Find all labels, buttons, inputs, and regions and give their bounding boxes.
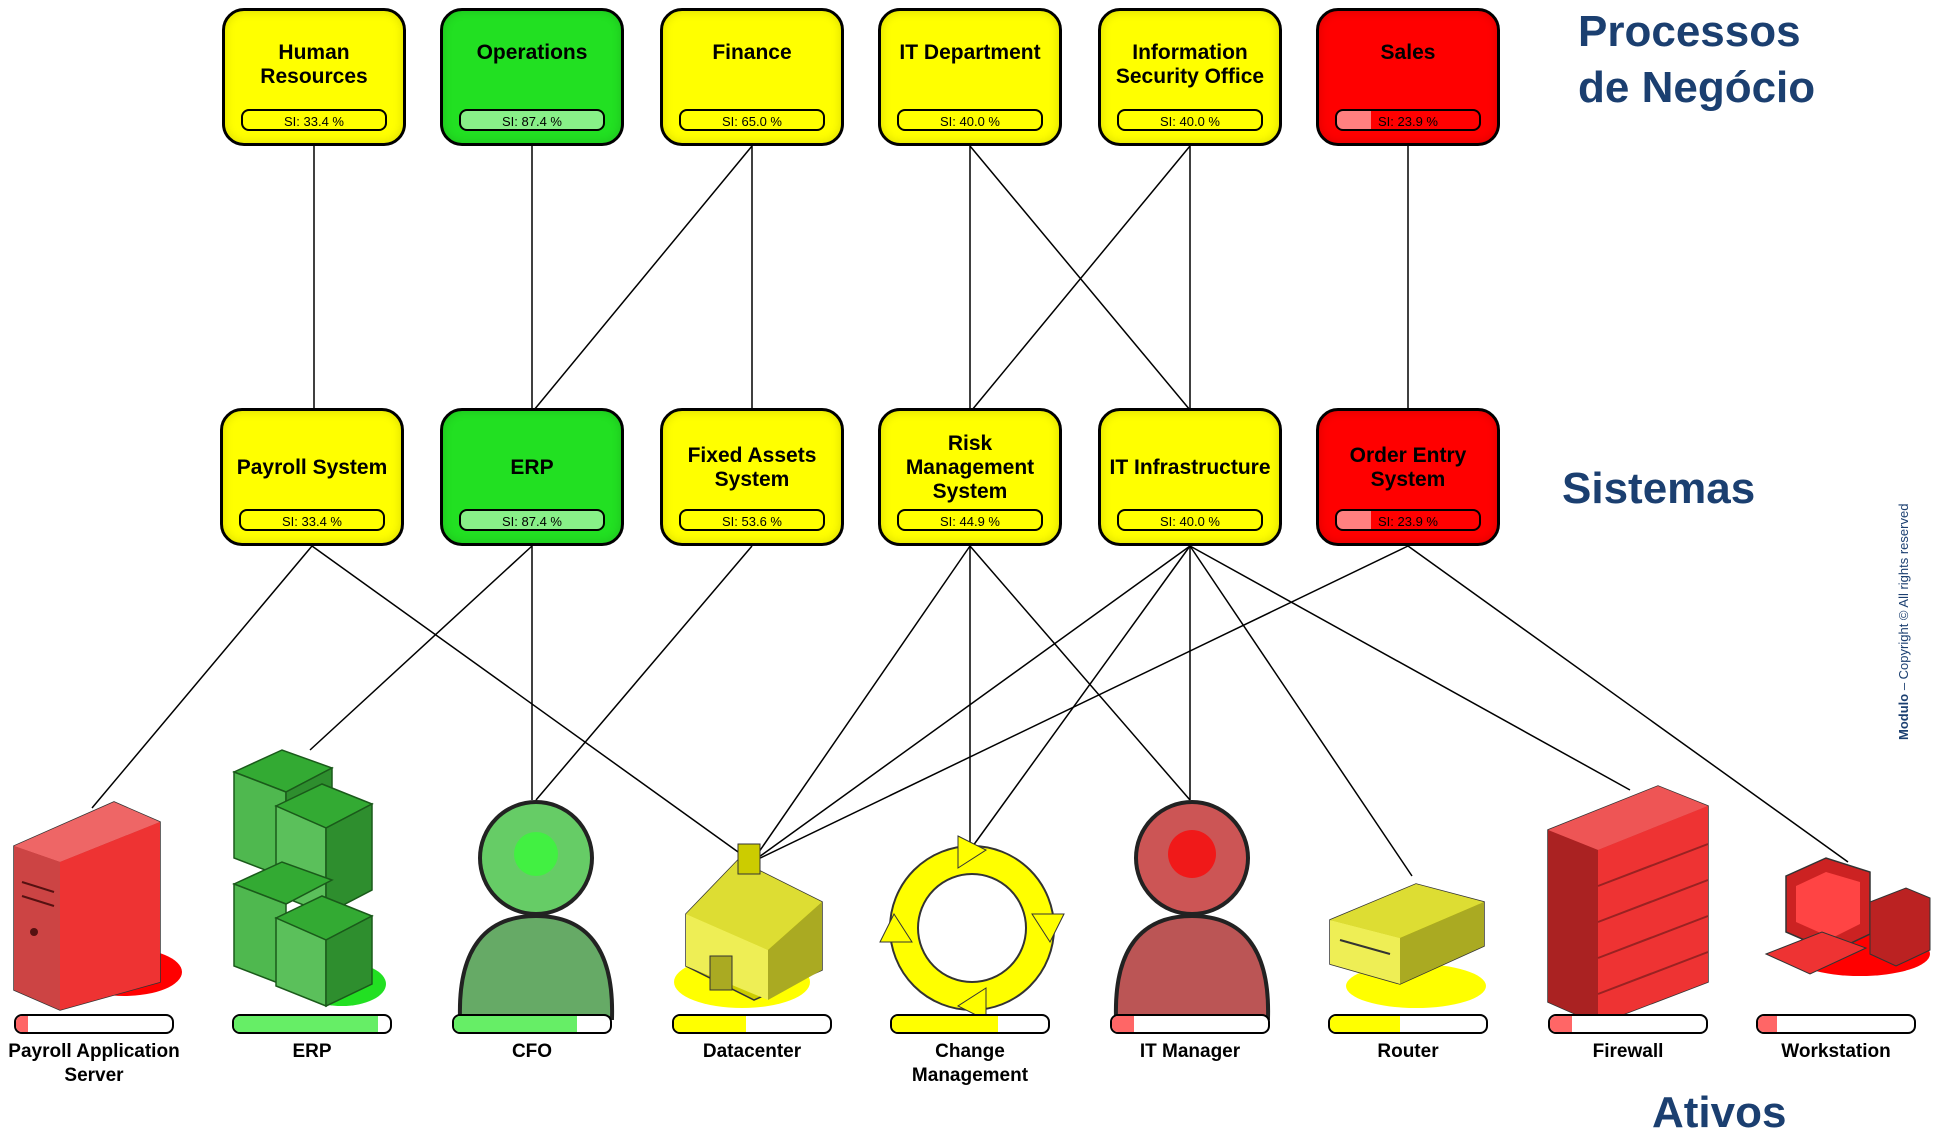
link-payroll-server	[91, 545, 313, 809]
si-indicator: SI: 33.4 %	[239, 509, 385, 531]
si-indicator: SI: 23.9 %	[1335, 509, 1481, 531]
si-bar	[672, 1014, 832, 1034]
si-bar	[1328, 1014, 1488, 1034]
si-bar	[452, 1014, 612, 1034]
workstation-icon	[1764, 857, 1931, 976]
process-label: Sales	[1380, 41, 1436, 64]
link-orderentry-workstation	[1407, 545, 1849, 863]
person-icon	[1113, 800, 1271, 1034]
server-cluster-icon	[232, 749, 386, 1008]
asset-label: CFO	[511, 1041, 553, 1062]
asset-label: ERP	[292, 1041, 332, 1062]
system-it-infrastructure[interactable]: IT Infrastructure SI: 40.0 %	[1098, 408, 1282, 546]
si-bar	[890, 1014, 1050, 1034]
system-fixed-assets[interactable]: Fixed Assets System SI: 53.6 %	[660, 408, 844, 546]
process-label: Information Security Office	[1115, 41, 1265, 88]
system-label: Fixed Assets System	[687, 444, 817, 491]
link-risk-datacenter	[751, 545, 971, 863]
copyright-notice: Modulo – Copyright © All rights reserved	[1896, 504, 1911, 740]
link-infra-datacenter	[751, 545, 1191, 863]
system-erp[interactable]: ERP SI: 87.4 %	[440, 408, 624, 546]
asset-label: Router	[1377, 1041, 1439, 1062]
processes-label-line1: Processos	[1578, 7, 1801, 56]
process-label: Operations	[476, 41, 588, 64]
link-finance-erp	[533, 145, 753, 411]
copyright-text: – Copyright © All rights reserved	[1896, 503, 1911, 694]
system-label: ERP	[510, 456, 554, 479]
si-indicator: SI: 65.0 %	[679, 109, 825, 131]
asset-label: Firewall	[1592, 1041, 1664, 1062]
si-bar-fill	[1330, 1016, 1401, 1032]
processes-label: Processos de Negócio	[1578, 4, 1815, 116]
system-label: Risk Management System	[905, 432, 1035, 503]
si-indicator: SI: 40.0 %	[897, 109, 1043, 131]
asset-label: Workstation	[1781, 1041, 1891, 1062]
system-label: Order Entry System	[1349, 444, 1467, 491]
si-bar-fill	[1550, 1016, 1572, 1032]
system-risk-management[interactable]: Risk Management System SI: 44.9 %	[878, 408, 1062, 546]
si-bar	[1110, 1014, 1270, 1034]
processes-label-line2: de Negócio	[1578, 63, 1816, 112]
person-icon	[457, 800, 615, 1034]
process-finance[interactable]: Finance SI: 65.0 %	[660, 8, 844, 146]
si-indicator: SI: 33.4 %	[241, 109, 387, 131]
si-bar-fill	[454, 1016, 578, 1032]
asset-label: IT Manager	[1139, 1041, 1241, 1062]
si-indicator: SI: 87.4 %	[459, 509, 605, 531]
cycle-icon	[879, 835, 1065, 1021]
system-label: Payroll System	[236, 456, 388, 479]
link-itdept-infra	[969, 145, 1191, 411]
link-fixedassets-cfo	[535, 545, 753, 801]
process-sales[interactable]: Sales SI: 23.9 %	[1316, 8, 1500, 146]
si-bar	[1756, 1014, 1916, 1034]
si-bar-fill	[892, 1016, 999, 1032]
si-bar-fill	[674, 1016, 746, 1032]
si-bar	[14, 1014, 174, 1034]
si-bar	[232, 1014, 392, 1034]
process-label: Human Resources	[260, 41, 368, 88]
asset-label: Datacenter	[702, 1041, 802, 1062]
system-order-entry[interactable]: Order Entry System SI: 23.9 %	[1316, 408, 1500, 546]
house-icon	[674, 843, 823, 1008]
si-bar-fill	[1112, 1016, 1134, 1032]
process-label: IT Department	[899, 41, 1041, 64]
si-indicator: SI: 40.0 %	[1117, 109, 1263, 131]
si-indicator: SI: 44.9 %	[897, 509, 1043, 531]
process-operations[interactable]: Operations SI: 87.4 %	[440, 8, 624, 146]
system-label: IT Infrastructure	[1109, 456, 1271, 479]
process-it-department[interactable]: IT Department SI: 40.0 %	[878, 8, 1062, 146]
link-orderentry-datacenter	[751, 545, 1409, 863]
process-information-security-office[interactable]: Information Security Office SI: 40.0 %	[1098, 8, 1282, 146]
si-bar-fill	[1758, 1016, 1777, 1032]
si-indicator: SI: 40.0 %	[1117, 509, 1263, 531]
link-erp-erpasset	[309, 545, 533, 751]
server-icon	[13, 801, 182, 1011]
asset-label: Change Management	[911, 1041, 1029, 1086]
firewall-icon	[1547, 785, 1709, 1025]
si-bar-fill	[234, 1016, 378, 1032]
assets-label: Ativos	[1652, 1088, 1787, 1137]
si-indicator: SI: 53.6 %	[679, 509, 825, 531]
asset-label: Payroll Application Server	[8, 1041, 180, 1086]
si-indicator: SI: 87.4 %	[459, 109, 605, 131]
link-infra-firewall	[1189, 545, 1631, 791]
copyright-brand: Modulo	[1896, 693, 1911, 740]
link-infra-change	[969, 545, 1191, 851]
si-indicator: SI: 23.9 %	[1335, 109, 1481, 131]
si-bar	[1548, 1014, 1708, 1034]
si-bar-fill	[16, 1016, 29, 1032]
system-payroll[interactable]: Payroll System SI: 33.4 %	[220, 408, 404, 546]
link-iso-risk	[971, 145, 1191, 411]
process-human-resources[interactable]: Human Resources SI: 33.4 %	[222, 8, 406, 146]
router-icon	[1329, 883, 1486, 1008]
link-infra-router	[1189, 545, 1413, 877]
systems-label: Sistemas	[1562, 464, 1756, 513]
process-label: Finance	[712, 41, 792, 64]
link-risk-itmanager	[969, 545, 1191, 801]
